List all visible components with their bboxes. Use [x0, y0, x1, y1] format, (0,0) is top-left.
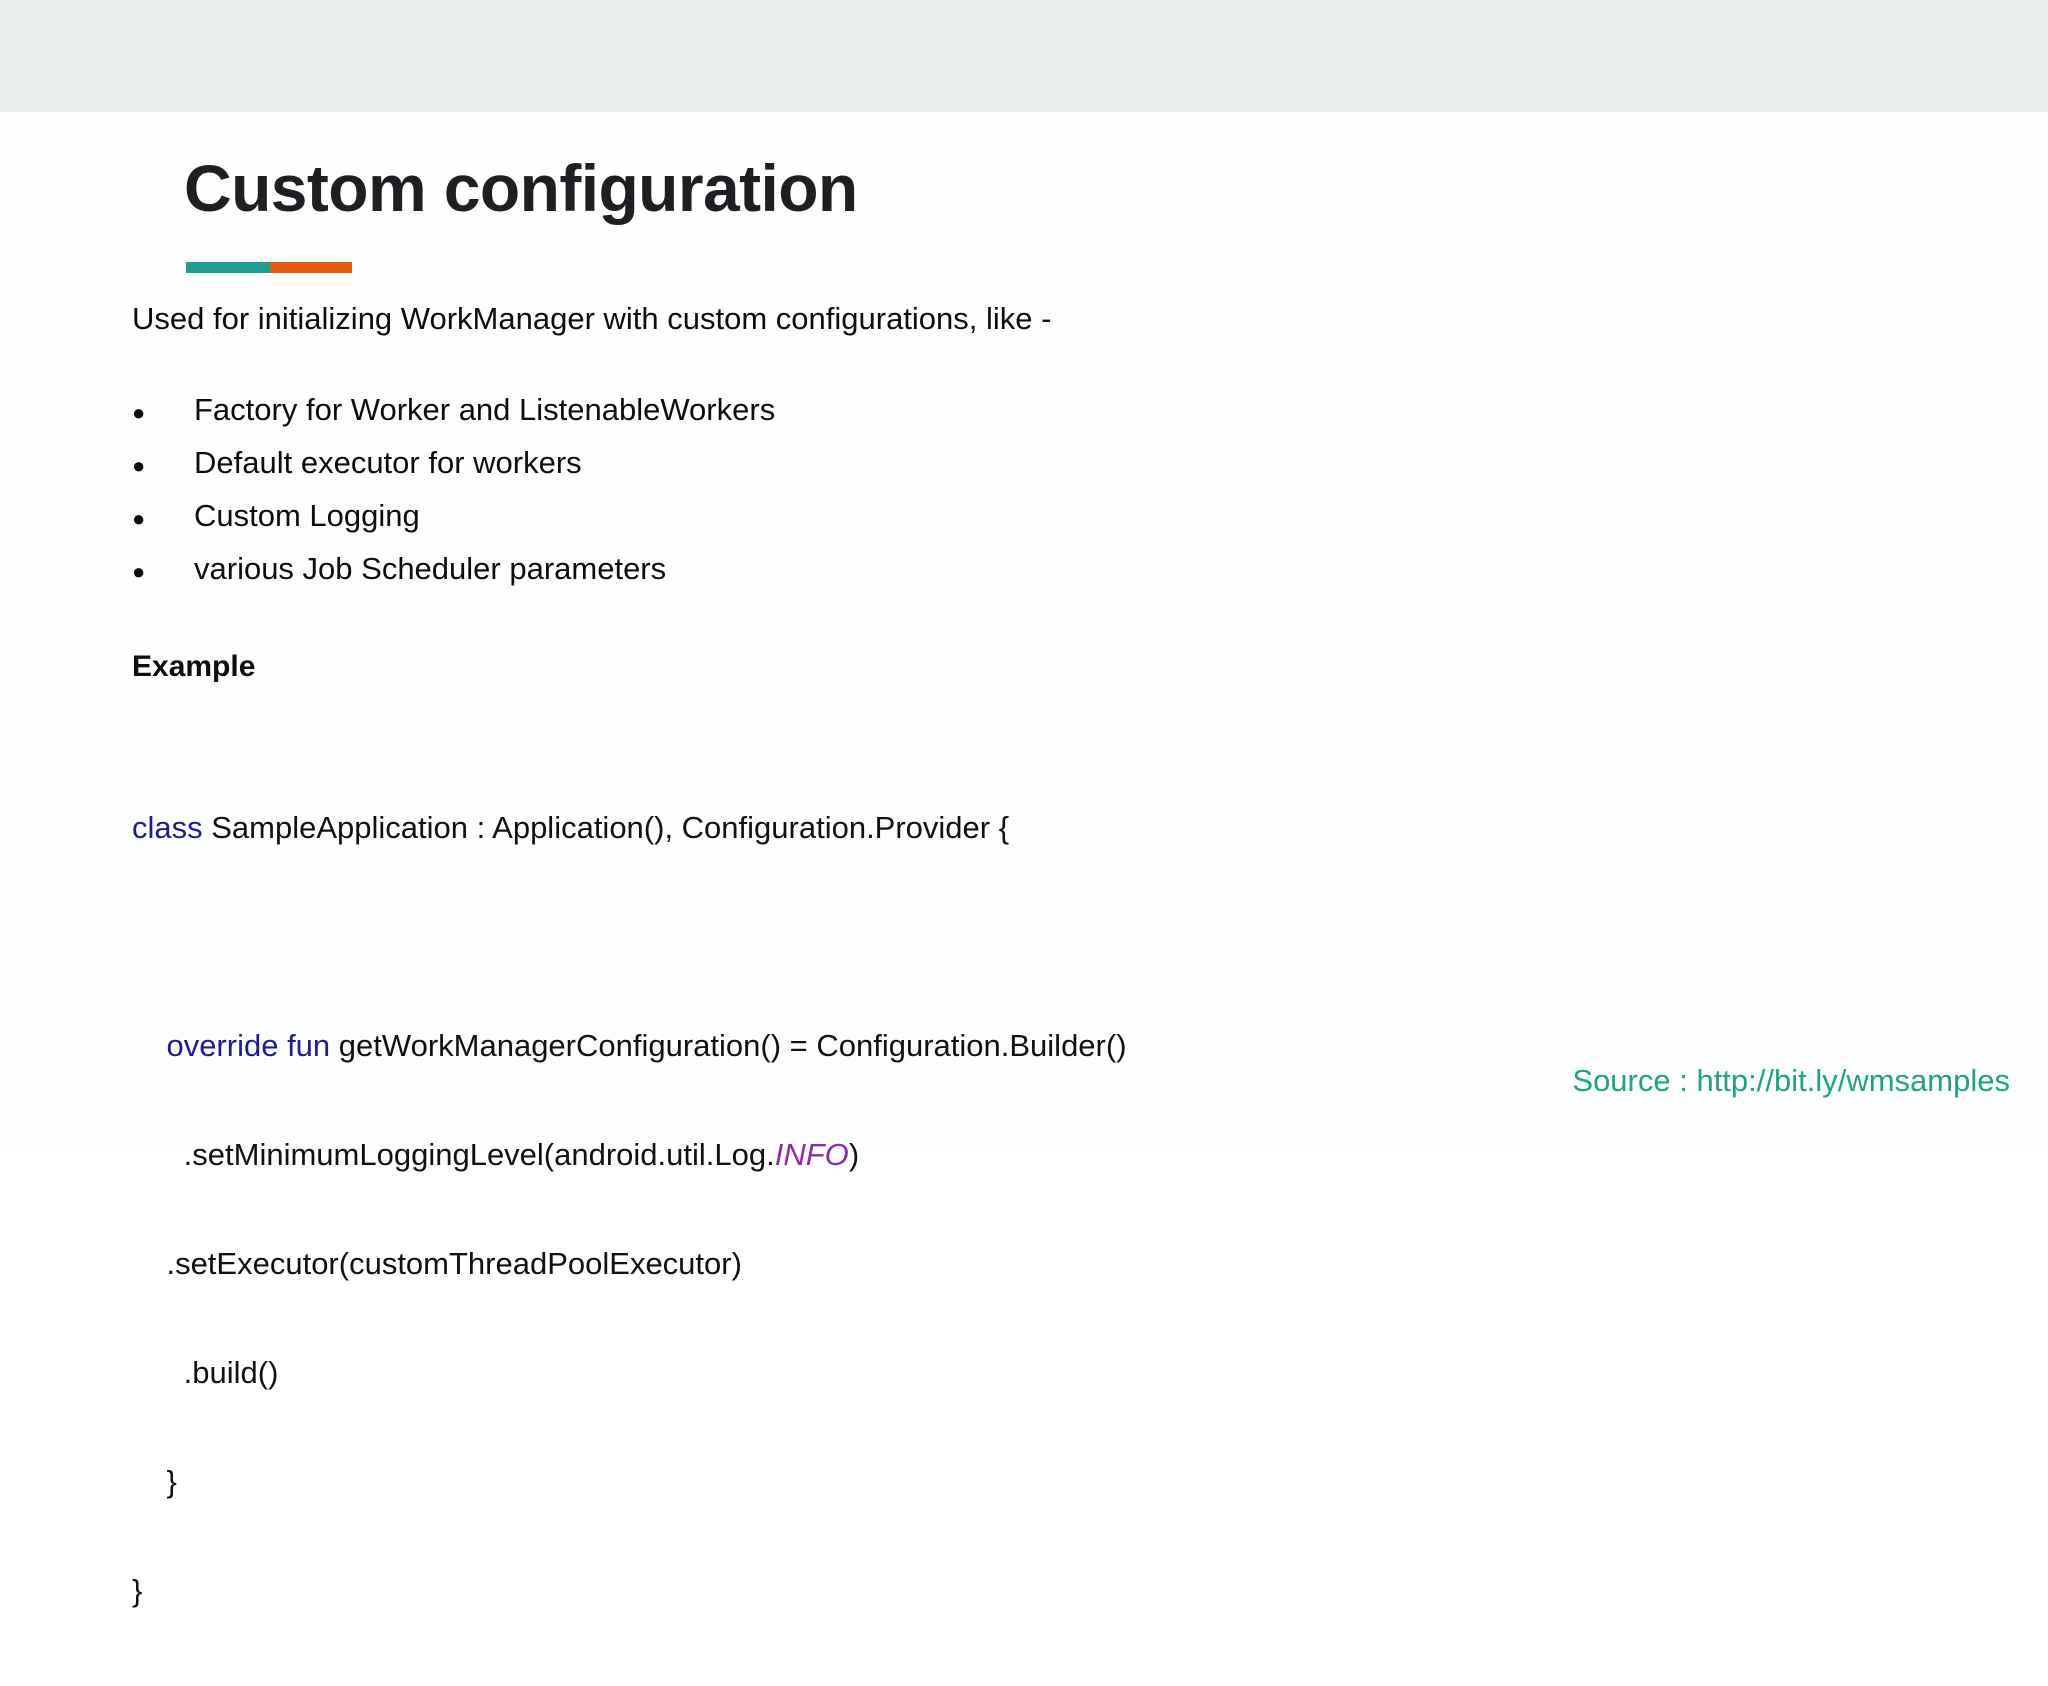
code-line-1-rest: SampleApplication : Application(), Confi…: [202, 810, 1010, 845]
code-blank-line: [132, 921, 1127, 968]
example-heading: Example: [132, 650, 256, 683]
code-line-3-post: ): [848, 1137, 860, 1172]
code-line-2-rest: getWorkManagerConfiguration() = Configur…: [330, 1028, 1127, 1063]
code-line-1: class SampleApplication : Application(),…: [132, 812, 1127, 859]
list-item: ● various Job Scheduler parameters: [132, 551, 775, 604]
bullet-dot-icon: ●: [132, 453, 146, 478]
rule-segment-teal: [186, 262, 270, 273]
code-keyword-override-fun: override fun: [166, 1028, 331, 1063]
list-item-label: Factory for Worker and ListenableWorkers: [194, 392, 776, 427]
bullet-dot-icon: ●: [132, 400, 146, 425]
source-link[interactable]: Source : http://bit.ly/wmsamples: [1572, 1063, 2010, 1098]
list-item: ● Custom Logging: [132, 498, 775, 551]
list-item-label: Default executor for workers: [194, 445, 582, 480]
code-line-6: }: [132, 1464, 177, 1499]
slide-canvas: Custom configuration Used for initializi…: [0, 0, 2048, 1606]
code-keyword-class: class: [132, 810, 203, 845]
code-line-2-indent: [132, 1028, 166, 1063]
code-constant-info: INFO: [774, 1137, 849, 1172]
intro-paragraph: Used for initializing WorkManager with c…: [132, 301, 1052, 336]
list-item-label: Custom Logging: [194, 498, 420, 533]
list-item: ● Default executor for workers: [132, 445, 775, 498]
title-underline-rule: [186, 262, 352, 273]
top-decorative-band: [0, 0, 2048, 112]
code-line-7: }: [132, 1573, 143, 1608]
code-line-4: .setExecutor(customThreadPoolExecutor): [132, 1246, 742, 1281]
code-line-3: .setMinimumLoggingLevel(android.util.Log…: [132, 1139, 1127, 1186]
code-line-5: .build(): [132, 1355, 279, 1390]
page-title: Custom configuration: [184, 151, 858, 225]
rule-segment-orange: [270, 262, 352, 273]
code-line-3-pre: .setMinimumLoggingLevel(android.util.Log…: [132, 1137, 775, 1172]
code-line-2: override fun getWorkManagerConfiguration…: [132, 1028, 1127, 1077]
bullet-dot-icon: ●: [132, 559, 146, 584]
list-item: ● Factory for Worker and ListenableWorke…: [132, 392, 775, 445]
feature-bullet-list: ● Factory for Worker and ListenableWorke…: [132, 392, 775, 604]
code-sample-block: class SampleApplication : Application(),…: [132, 750, 1127, 1684]
list-item-label: various Job Scheduler parameters: [194, 551, 667, 586]
bullet-dot-icon: ●: [132, 506, 146, 531]
